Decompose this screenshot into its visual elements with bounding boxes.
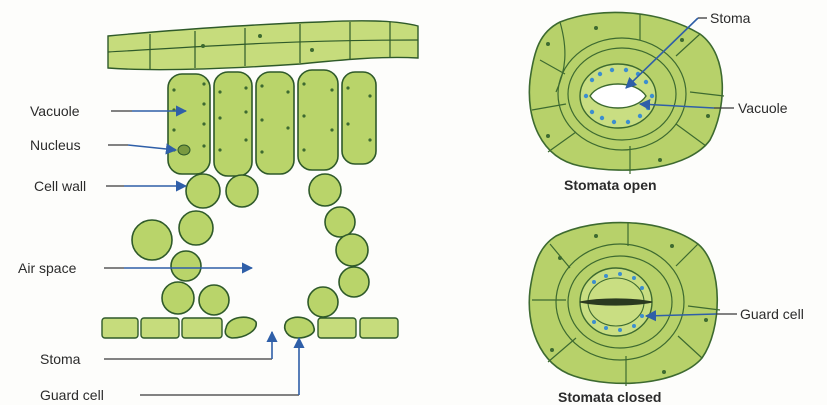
label-stoma-right: Stoma	[710, 10, 751, 26]
label-air-space: Air space	[18, 260, 77, 276]
label-guard-cell: Guard cell	[40, 387, 104, 403]
caption-stomata-closed: Stomata closed	[558, 389, 661, 405]
label-nucleus: Nucleus	[30, 137, 81, 153]
label-vacuole-right: Vacuole	[738, 100, 788, 116]
stomata-closed-figure	[529, 222, 720, 386]
upper-epidermis	[108, 21, 418, 70]
spongy-mesophyll	[132, 174, 369, 317]
label-stoma: Stoma	[40, 351, 81, 367]
label-guard-cell-right: Guard cell	[740, 306, 804, 322]
stomata-open-figure	[529, 12, 724, 174]
palisade-layer	[168, 70, 376, 176]
label-vacuole: Vacuole	[30, 103, 80, 119]
lower-epidermis	[102, 317, 398, 338]
label-cell-wall: Cell wall	[34, 178, 86, 194]
caption-stomata-open: Stomata open	[564, 177, 657, 193]
